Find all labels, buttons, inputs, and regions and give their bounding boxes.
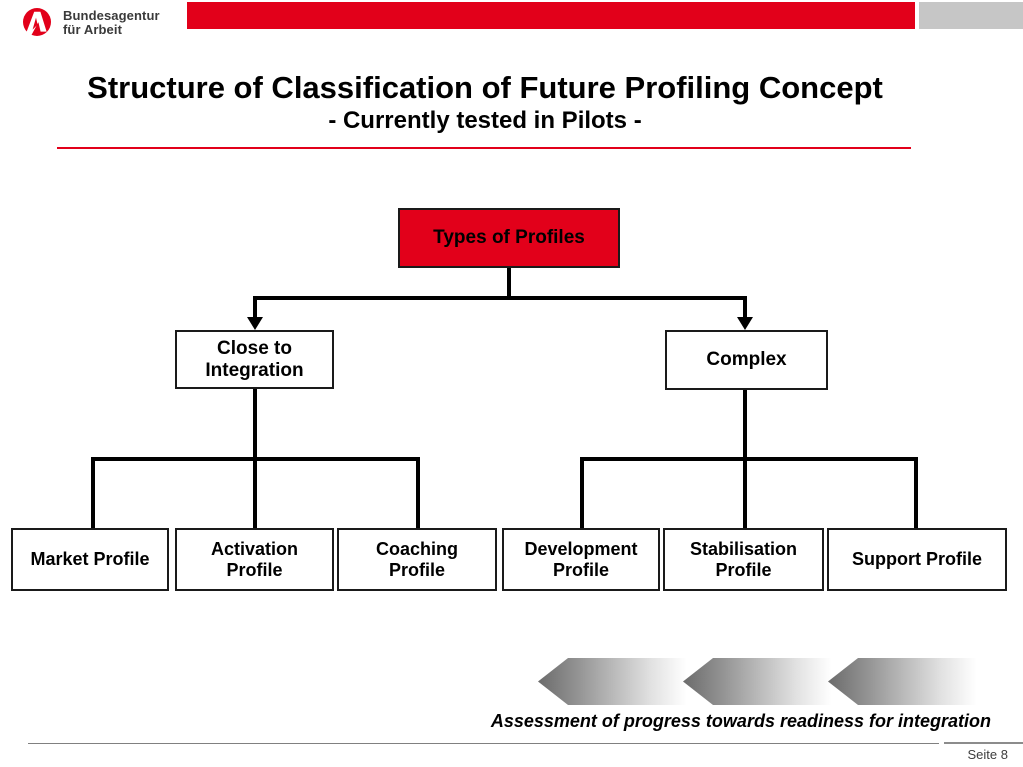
node-coaching-profile: Coaching Profile <box>337 528 497 591</box>
assessment-caption: Assessment of progress towards readiness… <box>490 711 991 731</box>
page-number: Seite 8 <box>967 747 1008 762</box>
logo-text-line2: für Arbeit <box>63 22 123 37</box>
node-development-profile: Development Profile <box>502 528 660 591</box>
node-support-profile: Support Profile <box>827 528 1007 591</box>
progress-arrow-left-icon <box>828 658 986 705</box>
title-underline <box>57 147 911 149</box>
node-types-of-profiles: Types of Profiles <box>398 208 620 268</box>
title-block: Structure of Classification of Future Pr… <box>57 70 913 136</box>
logo-text-line1: Bundesagentur <box>63 8 160 23</box>
logo-text: Bundesagentur für Arbeit <box>63 9 160 37</box>
node-market-profile: Market Profile <box>11 528 169 591</box>
header-gray-block <box>919 2 1023 29</box>
arrowhead-down-icon <box>247 317 753 330</box>
slide-title: Structure of Classification of Future Pr… <box>87 70 883 105</box>
footer-rule-short <box>944 742 1023 744</box>
header-red-bar <box>187 2 915 29</box>
node-activation-profile: Activation Profile <box>175 528 334 591</box>
progress-arrow-left-icon <box>683 658 841 705</box>
node-complex: Complex <box>665 330 828 390</box>
slide-subtitle: - Currently tested in Pilots - <box>328 107 642 134</box>
progress-arrow-left-icon <box>538 658 696 705</box>
node-stabilisation-profile: Stabilisation Profile <box>663 528 824 591</box>
bundesagentur-a-icon <box>23 8 51 36</box>
footer-rule <box>28 743 939 744</box>
node-close-to-integration: Close to Integration <box>175 330 334 389</box>
